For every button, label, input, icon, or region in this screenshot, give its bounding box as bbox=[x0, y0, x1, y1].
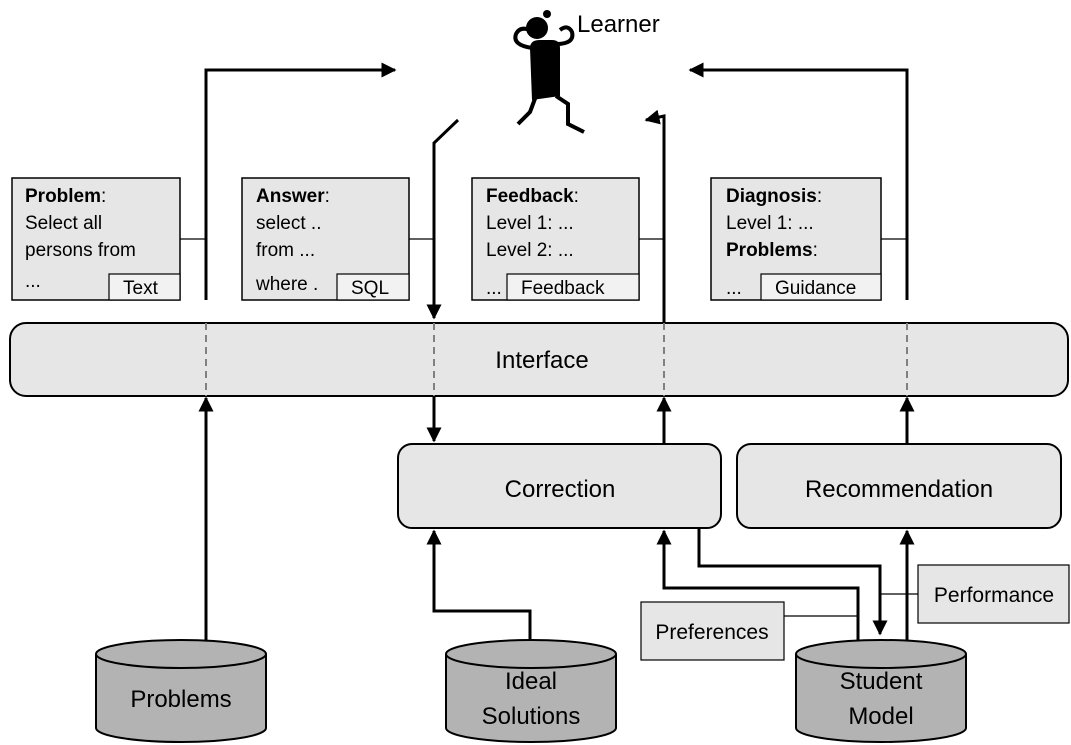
problem-line-2: persons from bbox=[25, 240, 136, 261]
feedback-line-2: Level 2: ... bbox=[486, 240, 574, 261]
answer-line-1: select .. bbox=[256, 213, 321, 234]
feedback-colon: : bbox=[574, 186, 579, 207]
answer-to-interface-arrow bbox=[426, 118, 460, 320]
feedback-note: Feedback: Level 1: ... Level 2: ... ... … bbox=[471, 177, 640, 301]
diagnosis-heading: Diagnosis bbox=[726, 186, 817, 207]
student-model-db-label-2: Model bbox=[848, 703, 913, 730]
answer-colon: : bbox=[325, 186, 330, 207]
interface-passthrough bbox=[205, 323, 908, 396]
feedback-tag: Feedback bbox=[521, 278, 605, 299]
preferences-label: Preferences bbox=[655, 621, 768, 644]
diagnosis-problems-colon: : bbox=[813, 240, 818, 261]
ideal-solutions-db-label-1: Ideal bbox=[505, 668, 557, 695]
student-model-to-correction-arrow bbox=[656, 529, 860, 640]
interface-label: Interface bbox=[495, 347, 588, 374]
diagnosis-line-4: ... bbox=[726, 278, 742, 299]
answer-line-2: from ... bbox=[256, 240, 315, 261]
problem-to-learner-arrow bbox=[204, 62, 397, 300]
problem-note: Problem: Select all persons from ... Tex… bbox=[11, 177, 181, 301]
recommendation-label: Recommendation bbox=[805, 476, 993, 503]
diagnosis-line-1: Level 1: ... bbox=[726, 213, 814, 234]
performance-label: Performance bbox=[934, 584, 1054, 607]
guidance-to-learner-arrow bbox=[688, 62, 909, 300]
preferences-label-box: Preferences bbox=[640, 601, 858, 661]
svg-text:Answer:: Answer: bbox=[256, 186, 330, 207]
problems-db-label: Problems bbox=[130, 686, 231, 713]
learner-icon bbox=[513, 10, 585, 134]
feedback-heading: Feedback bbox=[486, 186, 574, 207]
problem-line-3: ... bbox=[25, 271, 41, 292]
learner-label: Learner bbox=[577, 11, 660, 38]
interface-bar bbox=[9, 322, 1069, 397]
answer-tag: SQL bbox=[351, 278, 389, 299]
ideal-solutions-database: Ideal Solutions bbox=[445, 639, 617, 743]
recommendation-box bbox=[736, 443, 1062, 529]
answer-heading: Answer bbox=[256, 186, 325, 207]
problem-tag: Text bbox=[123, 278, 159, 299]
problem-line-1: Select all bbox=[25, 213, 102, 234]
correction-to-student-model-arrow bbox=[697, 528, 888, 636]
svg-text:Problems:: Problems: bbox=[726, 240, 818, 261]
svg-text:Diagnosis:: Diagnosis: bbox=[726, 186, 822, 207]
student-model-database: Student Model bbox=[795, 639, 967, 743]
correction-box bbox=[397, 443, 722, 529]
correction-label: Correction bbox=[505, 476, 616, 503]
ideal-solutions-db-label-2: Solutions bbox=[482, 703, 581, 730]
answer-line-3: where . bbox=[255, 274, 318, 295]
ideal-solutions-to-correction-arrow bbox=[426, 529, 532, 640]
svg-text:Problem:: Problem: bbox=[25, 186, 106, 207]
diagnosis-tag: Guidance bbox=[775, 278, 856, 299]
problem-colon: : bbox=[101, 186, 106, 207]
svg-text:Feedback:: Feedback: bbox=[486, 186, 579, 207]
problems-database: Problems bbox=[95, 639, 267, 743]
student-model-db-label-1: Student bbox=[840, 668, 923, 695]
problem-heading: Problem bbox=[25, 186, 101, 207]
feedback-line-3: ... bbox=[486, 278, 502, 299]
feedback-line-1: Level 1: ... bbox=[486, 213, 574, 234]
diagnosis-problems: Problems bbox=[726, 240, 813, 261]
performance-label-box: Performance bbox=[880, 564, 1070, 624]
answer-note: Answer: select .. from ... where . SQL bbox=[241, 177, 410, 301]
diagnosis-colon: : bbox=[817, 186, 822, 207]
diagnosis-note: Diagnosis: Level 1: ... Problems: ... Gu… bbox=[710, 177, 882, 301]
feedback-to-learner-arrow bbox=[644, 109, 666, 323]
